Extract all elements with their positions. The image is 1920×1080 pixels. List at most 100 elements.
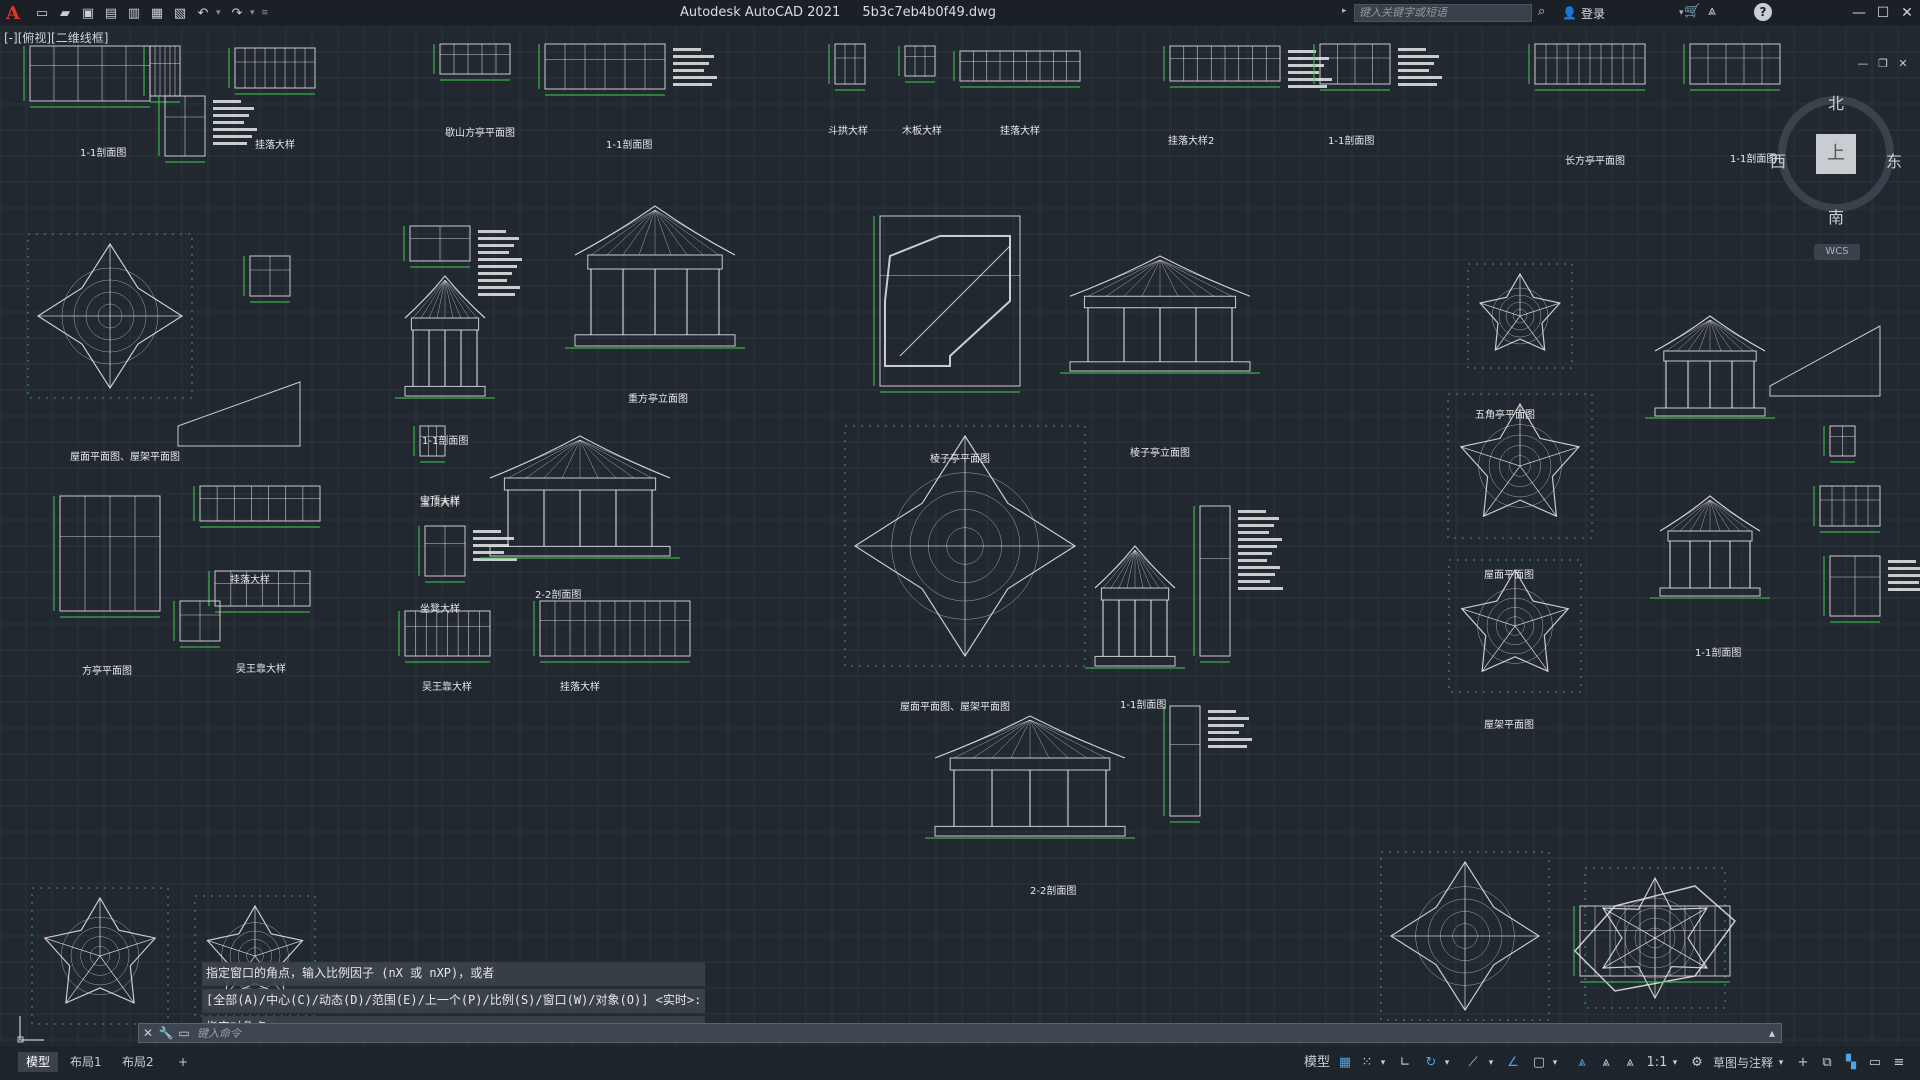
plot-icon[interactable]: ▧ [173,5,187,21]
recent-commands-icon[interactable]: ▭ [178,1026,190,1040]
annotation-text [478,279,507,282]
autocad-logo[interactable]: A [6,2,20,24]
workspace-switch[interactable]: 草图与注释 [1712,1056,1773,1070]
add-layout-button[interactable]: + [178,1055,189,1069]
viewport-controls[interactable]: [-][俯视][二维线框] [4,31,109,45]
scale-dropdown-icon[interactable]: ▾ [1672,1058,1678,1068]
workspace-dropdown-icon[interactable]: ▾ [1778,1058,1784,1068]
print-icon[interactable]: ▦ [150,5,164,21]
plus-icon[interactable]: + [1797,1055,1809,1070]
close-icon[interactable]: ✕ [1901,5,1913,21]
polar-icon[interactable]: ↻ [1425,1055,1437,1070]
search-expand-icon[interactable]: ▸ [1342,6,1347,16]
saveas-icon[interactable]: ▤ [104,5,118,21]
drawing-title: 宝顶大样 [420,498,460,509]
login-button[interactable]: 👤 登录 ▾ [1562,4,1684,22]
customize-icon[interactable]: 🔧 [158,1026,174,1040]
undo-dropdown-icon[interactable]: ▾ [216,8,221,18]
gear-icon[interactable]: ⚙ [1691,1055,1703,1070]
compass-north[interactable]: 北 [1828,94,1845,113]
command-input[interactable] [193,1026,1763,1040]
chevron-down-icon[interactable]: ▾ [1678,8,1684,18]
drawing-outline [439,43,511,75]
compass-south[interactable]: 南 [1828,208,1845,227]
ortho-icon[interactable]: ∟ [1399,1055,1411,1070]
annotation-text [1288,71,1319,74]
maximize-icon[interactable]: ☐ [1876,5,1890,21]
doc-restore-icon[interactable]: ❐ [1878,57,1888,70]
minimize-icon[interactable]: — [1852,5,1866,21]
tab-model[interactable]: 模型 [18,1052,59,1072]
isodraft-dropdown-icon[interactable]: ▾ [1488,1058,1494,1068]
compass-east[interactable]: 东 [1886,152,1903,171]
model-space-button[interactable]: 模型 [1303,1055,1330,1070]
snap-icon[interactable]: ⁙ [1361,1055,1373,1070]
roof-tile-line [444,279,486,319]
roof-tile-line [1123,259,1161,297]
compass-west[interactable]: 西 [1770,152,1787,171]
auto-scale-icon[interactable]: ⩓ [1602,1055,1610,1070]
expand-history-icon[interactable]: ▴ [1768,1026,1776,1040]
new-icon[interactable]: ▭ [35,5,49,21]
tab-layout1[interactable]: 布局1 [70,1055,102,1069]
roof-tile-line [444,279,454,319]
annotation-scale-icon[interactable]: ⩓ [1626,1055,1634,1070]
roof-hatch [1498,294,1542,338]
object-snap-icon[interactable]: ▢ [1532,1055,1546,1070]
roof-hatch [1427,898,1503,974]
redo-dropdown-icon[interactable]: ▾ [250,8,255,18]
publish-icon[interactable]: ▥ [127,5,141,21]
drawing-outline [199,485,321,522]
hardware-acceleration-icon[interactable]: ▚ [1846,1055,1856,1070]
doc-close-icon[interactable]: ✕ [1898,57,1908,70]
platform [1654,407,1766,417]
roof-tile-line [953,719,1031,759]
annotation-text [1288,57,1329,60]
redo-icon[interactable]: ↷ [231,5,243,21]
annotation-text [1288,78,1332,81]
roof-tile-line [1029,719,1107,759]
drawing-title: 1-1剖面图 [606,140,653,151]
annotation-text [478,293,515,296]
annotation-text [1238,531,1269,534]
snap-dropdown-icon[interactable]: ▾ [1380,1058,1386,1068]
save-icon[interactable]: ▣ [81,5,95,21]
isodraft-icon[interactable]: ⟋ [1468,1055,1478,1070]
roof-tile-line [420,279,446,319]
cart-icon[interactable]: 🛒 [1684,4,1701,19]
workspace-icon[interactable]: ≡ [261,8,269,18]
undo-icon[interactable]: ↶ [197,5,209,21]
object-snap-tracking-icon[interactable]: ∠ [1507,1055,1519,1070]
roof-hatch [946,527,984,565]
roof-tile-line [444,279,470,319]
compass-ring[interactable] [1778,96,1894,212]
help-button[interactable]: ? [1754,3,1772,21]
open-icon[interactable]: ▰ [60,5,70,21]
wcs-menu[interactable]: WCS [1814,244,1860,260]
close-command-icon[interactable]: ✕ [142,1026,154,1040]
search-icon[interactable]: ⌕ [1538,4,1546,19]
drawing-title: 木板大样 [902,126,942,137]
doc-minimize-icon[interactable]: — [1857,57,1869,70]
scale-selector[interactable]: 1:1 [1646,1055,1668,1070]
drawing-title: 挂落大样 [255,140,295,151]
viewcube-top-face[interactable]: 上 [1816,134,1856,174]
polar-dropdown-icon[interactable]: ▾ [1444,1058,1450,1068]
tab-layout2[interactable]: 布局2 [122,1055,154,1069]
drawing-title: 屋面平面图、屋架平面图 [70,452,180,463]
annotation-text [473,537,514,540]
viewcube[interactable]: 上 北 南 东 西 [1770,72,1903,227]
a360-icon[interactable]: ⩓ [1708,3,1716,19]
isolate-objects-icon[interactable]: ⧉ [1822,1055,1832,1070]
search-input[interactable]: 键入关键字或短语 [1354,4,1532,22]
clean-screen-icon[interactable]: ▭ [1868,1055,1882,1070]
drawing-title: 宝顶大样 [420,496,460,507]
customization-menu-icon[interactable]: ≡ [1893,1055,1905,1070]
roof-tile-line [1709,499,1751,532]
ucs-icon [19,1016,44,1041]
grid-icon[interactable]: ▦ [1338,1055,1352,1070]
osnap-dropdown-icon[interactable]: ▾ [1552,1058,1558,1068]
fascia [410,317,480,331]
annotation-visibility-icon[interactable]: ⩓ [1578,1055,1586,1070]
